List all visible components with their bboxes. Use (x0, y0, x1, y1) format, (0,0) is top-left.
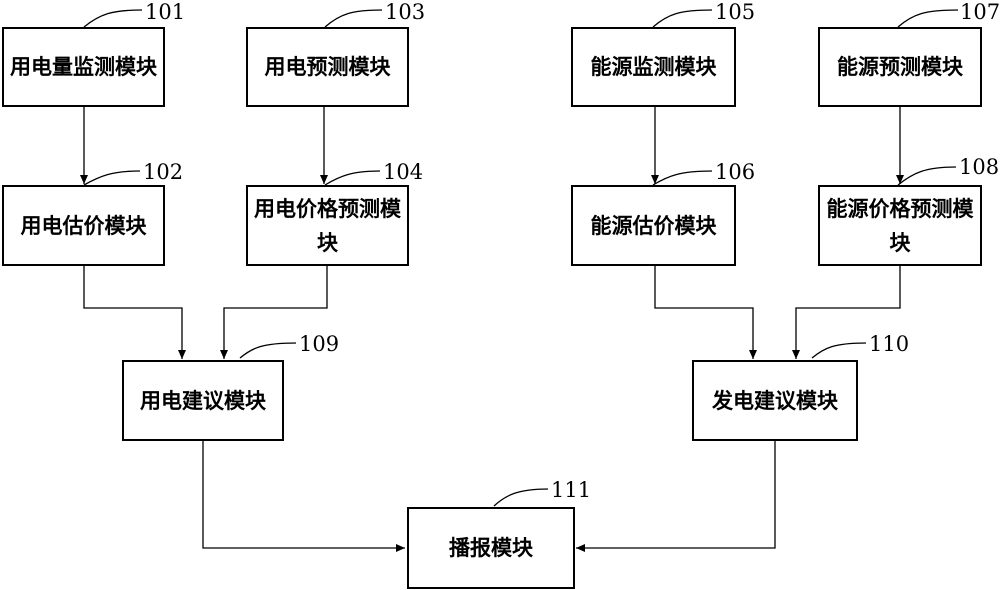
ref-number-108: 108 (959, 155, 1000, 179)
module-109-label: 用电建议模块 (140, 388, 266, 413)
ref-number-103: 103 (385, 0, 426, 24)
module-101-label: 用电量监测模块 (10, 55, 157, 79)
module-102-label: 用电估价模块 (20, 213, 147, 238)
module-111-label: 播报模块 (449, 536, 533, 560)
module-103-label: 用电预测模块 (264, 55, 391, 79)
leader-108 (897, 166, 957, 186)
ref-number-105: 105 (715, 0, 756, 24)
leader-101 (83, 9, 143, 28)
leader-111 (493, 488, 549, 507)
module-103-power-usage-forecast: 用电预测模块 (246, 27, 409, 107)
arrow-104-to-109 (220, 266, 328, 359)
module-106-label: 能源估价模块 (590, 213, 717, 238)
arrow-110-to-111 (576, 441, 776, 552)
module-108-energy-price-forecast: 能源价格预测模块 (818, 185, 982, 266)
module-110-label: 发电建议模块 (712, 388, 838, 413)
arrow-108-to-110 (792, 266, 901, 359)
module-105-energy-monitoring: 能源监测模块 (571, 27, 736, 107)
module-107-label: 能源预测模块 (837, 55, 963, 79)
module-104-label: 用电价格预测模块 (254, 196, 401, 255)
leader-105 (652, 9, 713, 28)
module-105-label: 能源监测模块 (590, 55, 717, 79)
arrow-109-to-111 (202, 441, 405, 552)
module-106-energy-cost-estimation: 能源估价模块 (571, 185, 736, 266)
ref-number-109: 109 (299, 332, 340, 356)
module-110-generation-advice: 发电建议模块 (692, 360, 858, 441)
module-101-power-consumption-monitoring: 用电量监测模块 (2, 27, 165, 107)
leader-110 (811, 342, 867, 359)
ref-number-107: 107 (960, 0, 1000, 24)
leader-104 (324, 170, 381, 186)
leader-106 (652, 170, 713, 186)
ref-number-111: 111 (551, 478, 592, 502)
leader-102 (83, 170, 141, 186)
module-108-label: 能源价格预测模块 (826, 196, 974, 255)
ref-number-106: 106 (715, 160, 756, 184)
module-104-power-price-forecast: 用电价格预测模块 (246, 185, 409, 266)
leader-109 (239, 342, 297, 359)
leader-107 (897, 9, 959, 28)
ref-number-102: 102 (143, 160, 184, 184)
ref-number-110: 110 (869, 332, 910, 356)
module-102-power-cost-estimation: 用电估价模块 (2, 185, 165, 266)
arrow-106-to-110 (654, 266, 757, 359)
ref-number-101: 101 (145, 0, 186, 24)
ref-number-104: 104 (383, 160, 424, 184)
module-111-broadcast: 播报模块 (407, 507, 575, 589)
module-109-power-usage-advice: 用电建议模块 (122, 360, 284, 441)
module-107-energy-forecast: 能源预测模块 (818, 27, 982, 107)
leader-103 (324, 9, 383, 28)
arrow-102-to-109 (83, 266, 186, 359)
